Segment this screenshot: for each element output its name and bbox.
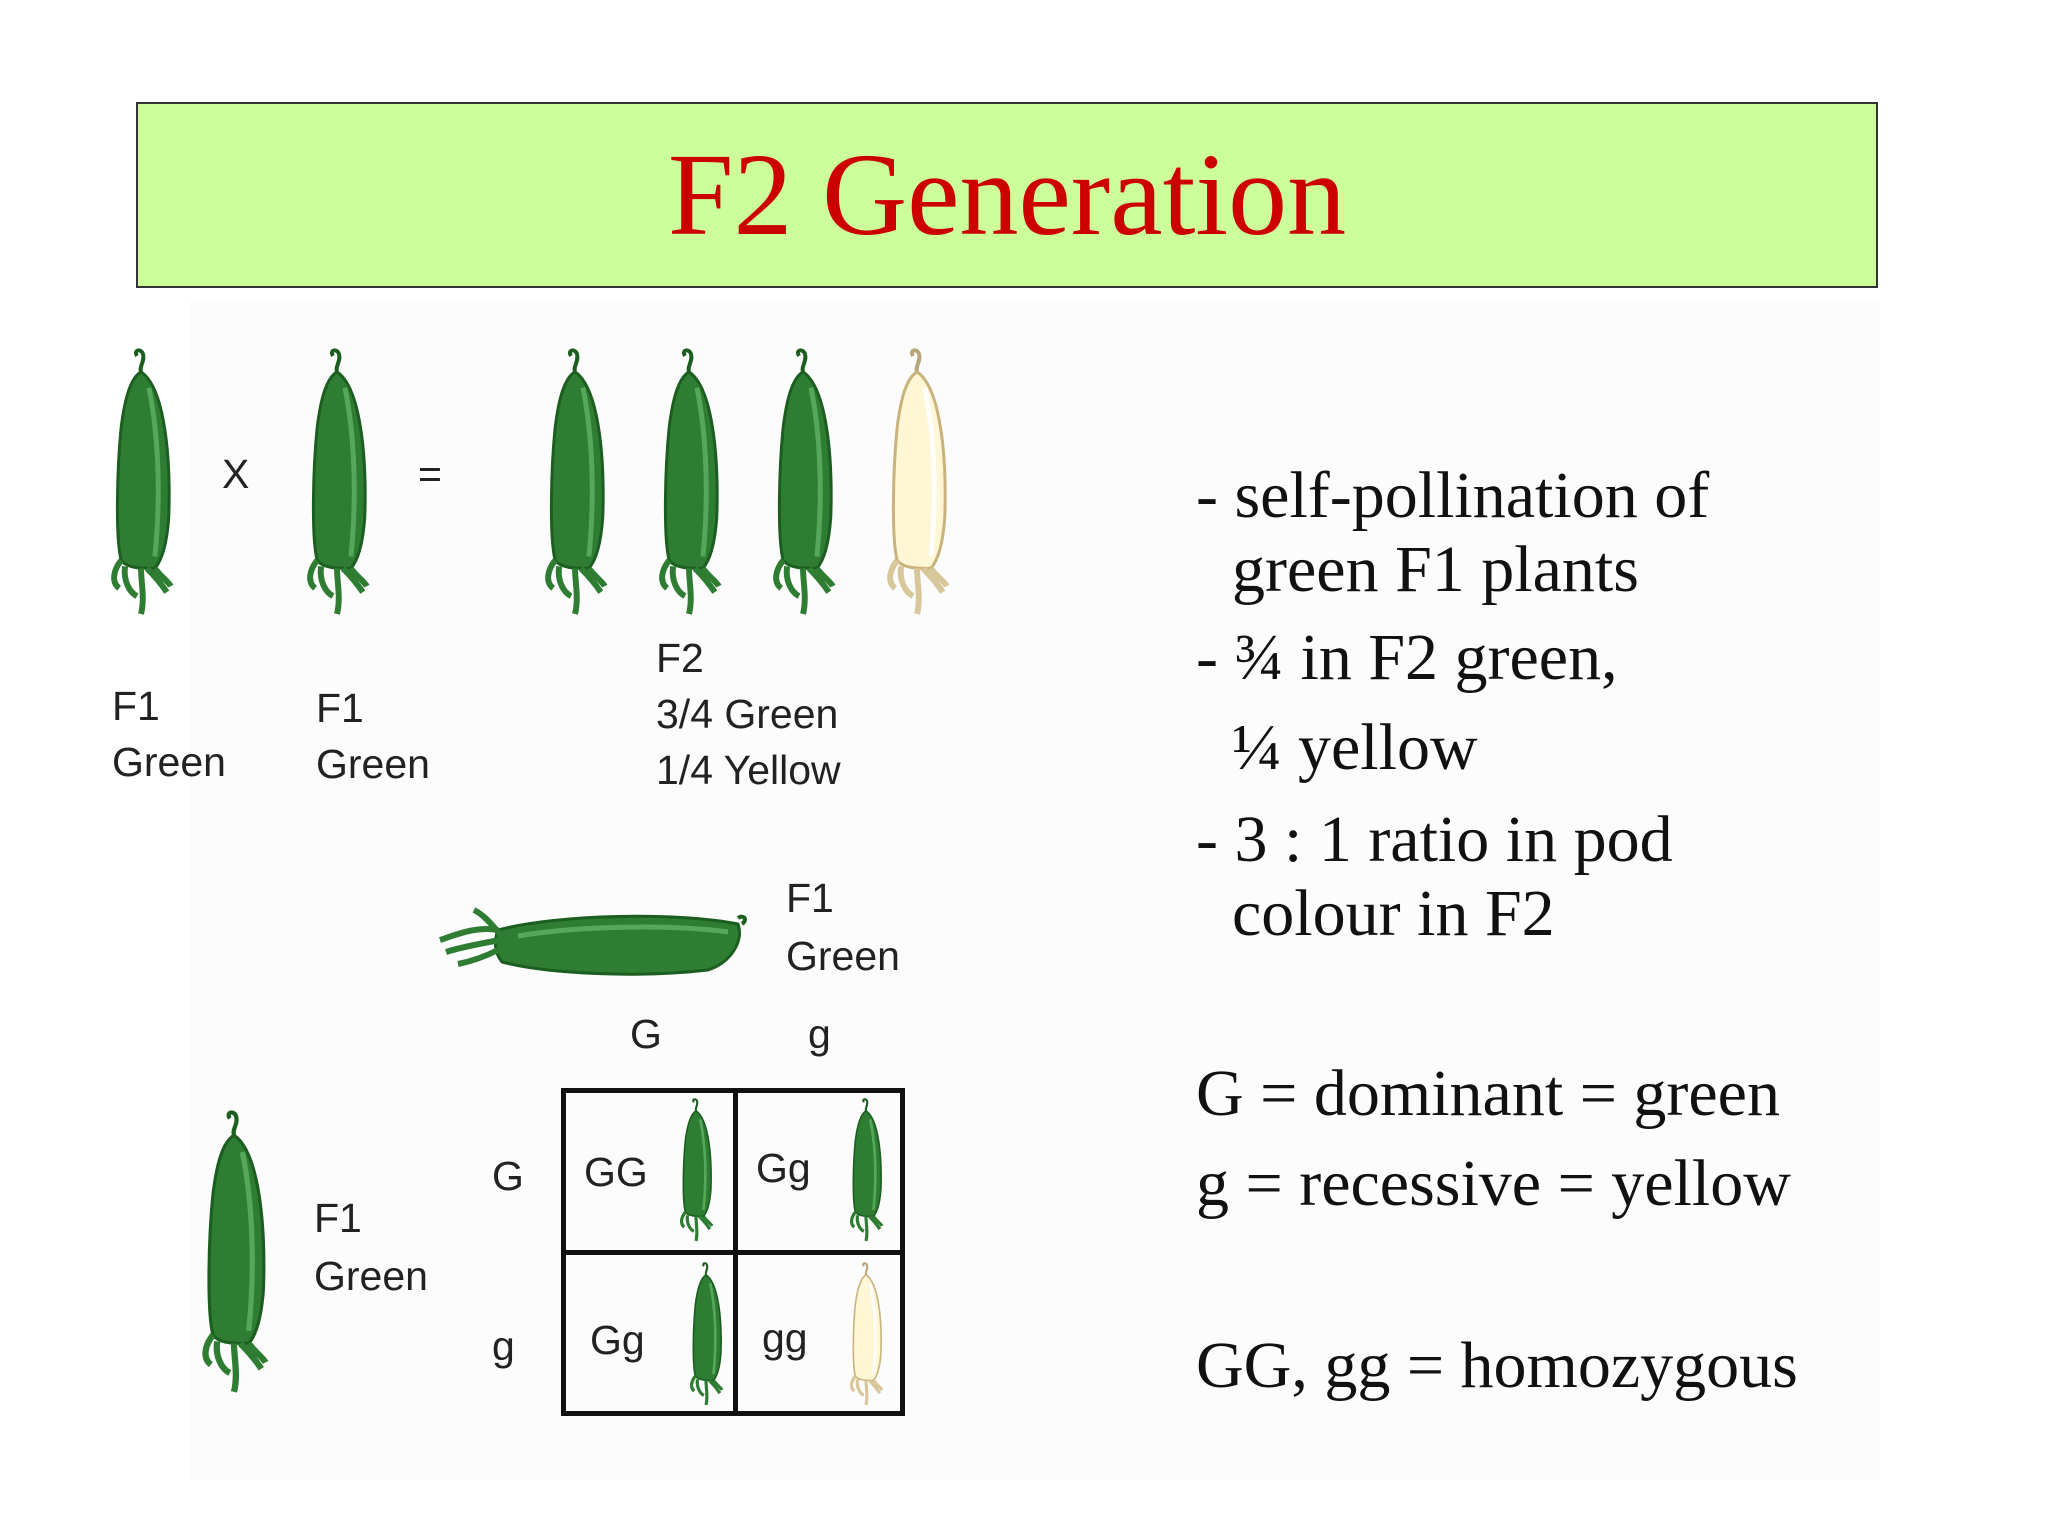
punnett-cell-Gg-bottom: Gg — [590, 1317, 645, 1363]
punnett-cell-GG: GG — [584, 1149, 648, 1195]
punnett-cell-gg-yellow-pod — [846, 1262, 886, 1406]
definition-dominant: G = dominant = green — [1196, 1057, 1780, 1130]
offspring-label-gen: F2 — [656, 635, 704, 681]
column-header-g: g — [808, 1011, 831, 1057]
row-header-G: G — [492, 1153, 524, 1199]
parent2-label-color: Green — [316, 741, 430, 787]
parent1-label-color: Green — [112, 739, 226, 785]
punnett-divider-horizontal — [561, 1250, 905, 1255]
row-header-g: g — [492, 1323, 515, 1369]
top-parent-label-color: Green — [786, 933, 900, 979]
f2-green-pod-3 — [770, 348, 836, 616]
f2-yellow-pod — [884, 348, 950, 616]
f1-green-pod-side — [196, 1110, 272, 1394]
f1-green-pod-horizontal — [438, 900, 748, 980]
page-title: F2 Generation — [667, 129, 1347, 260]
punnett-cell-gg: gg — [762, 1315, 808, 1361]
offspring-label-yellow-ratio: 1/4 Yellow — [656, 747, 841, 793]
side-parent-label-gen: F1 — [314, 1195, 362, 1241]
parent1-label-gen: F1 — [112, 683, 160, 729]
punnett-cell-GG-green-pod — [676, 1098, 716, 1242]
bullet-selfpollination-line2: green F1 plants — [1232, 533, 1639, 606]
bullet-ratio-line1: - 3 : 1 ratio in pod — [1196, 803, 1673, 876]
parent2-label-gen: F1 — [316, 685, 364, 731]
bullet-f2-green-line2: ¼ yellow — [1232, 711, 1478, 784]
punnett-cell-Gg-bottom-green-pod — [686, 1262, 726, 1406]
bullet-f2-green-line1: - ¾ in F2 green, — [1196, 621, 1618, 694]
equals-symbol: = — [418, 451, 442, 497]
bullet-selfpollination-line1: - self-pollination of — [1196, 459, 1710, 532]
f1-green-pod-parent2 — [304, 348, 370, 616]
diagram-background — [190, 300, 1880, 1480]
definition-recessive: g = recessive = yellow — [1196, 1147, 1791, 1220]
cross-symbol: X — [222, 451, 250, 497]
f2-green-pod-2 — [656, 348, 722, 616]
column-header-G: G — [630, 1011, 662, 1057]
punnett-cell-Gg-top-green-pod — [846, 1098, 886, 1242]
top-parent-label-gen: F1 — [786, 875, 834, 921]
f2-green-pod-1 — [542, 348, 608, 616]
side-parent-label-color: Green — [314, 1253, 428, 1299]
punnett-cell-Gg-top: Gg — [756, 1145, 811, 1191]
f1-green-pod-parent1 — [108, 348, 174, 616]
title-banner: F2 Generation — [136, 102, 1878, 288]
offspring-label-green-ratio: 3/4 Green — [656, 691, 839, 737]
definition-homozygous: GG, gg = homozygous — [1196, 1329, 1798, 1402]
bullet-ratio-line2: colour in F2 — [1232, 877, 1555, 950]
